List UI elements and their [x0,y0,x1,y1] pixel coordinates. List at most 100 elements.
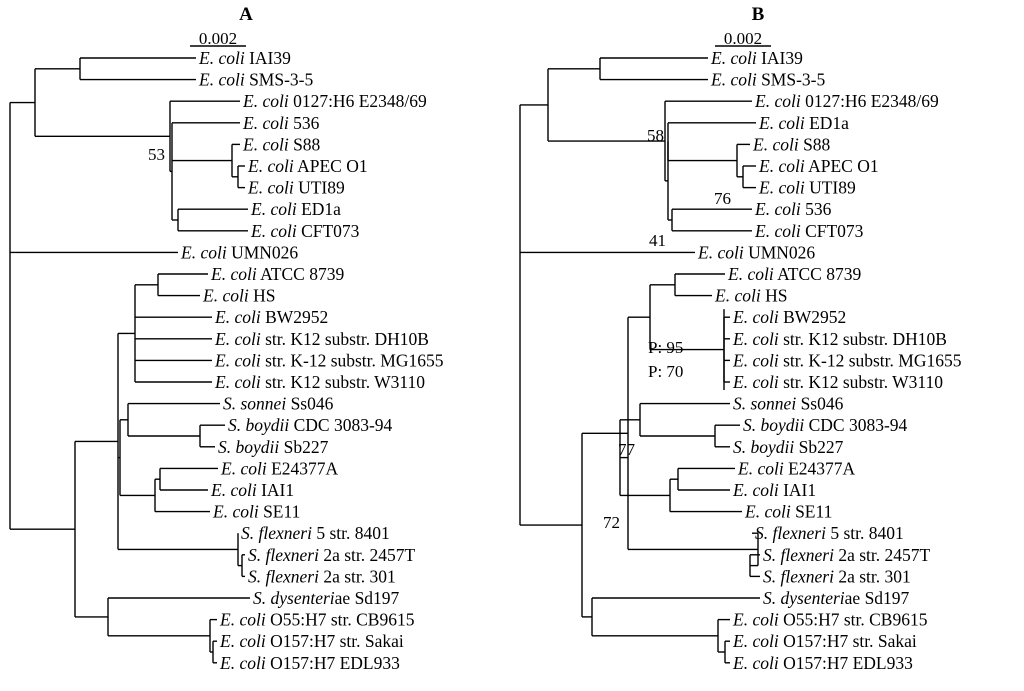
tree-b-branches [519,57,760,664]
tree-b-leaf-strain-27: O157:H7 str. Sakai [779,631,917,651]
tree-a-leaf-strain-12: BW2952 [261,307,329,327]
tree-b-leaf-2: E. coli 0127:H6 E2348/69 [754,91,939,111]
tree-a-leaf-genus-18: S. boydii [218,437,279,457]
panel-b-label: B [752,4,765,25]
tree-b-leaf-strain-19: E24377A [784,458,856,478]
tree-b-leaf-genus-3: E. coli [758,113,805,133]
tree-a-leaf-strain-13: str. K12 substr. DH10B [261,329,429,349]
tree-b-leaf-strain-12: BW2952 [779,307,847,327]
tree-b-leaf-genus-18: S. boydii [733,437,794,457]
tree-a-leaf-genus-14: E. coli [214,350,261,370]
tree-a-leaf-25: S. dysenteriae Sd197 [253,588,400,608]
tree-a-leaf-strain-6: UTI89 [294,178,345,198]
tree-b-leaf-3: E. coli ED1a [758,113,849,133]
tree-b-leaf-strain-23: 2a str. 2457T [834,545,931,565]
tree-a-leaf-genus-10: E. coli [210,264,257,284]
tree-b-leaf-strain-25: ae Sd197 [845,588,910,608]
tree-b-support-2: 41 [649,231,666,250]
tree-b-leaf-12: E. coli BW2952 [732,307,846,327]
tree-a-leaf-0: E. coli IAI39 [198,48,291,68]
tree-a-leaf-strain-27: O157:H7 str. Sakai [266,631,404,651]
tree-a-leaf-genus-17: S. boydii [228,415,289,435]
tree-a-leaf-genus-9: E. coli [180,242,227,262]
tree-b-leaf-genus-17: S. boydii [743,415,804,435]
tree-a-branches [9,57,250,664]
tree-b-leaf-20: E. coli IAI1 [732,480,816,500]
tree-b-leaf-27: E. coli O157:H7 str. Sakai [732,631,917,651]
tree-b-leaf-genus-25: S. dysenteri [763,588,845,608]
tree-a-leaf-genus-16: S. sonnei [223,394,286,414]
tree-a-leaf-15: E. coli str. K12 substr. W3110 [214,372,425,392]
tree-b-leaf-genus-1: E. coli [710,70,757,90]
tree-b-leaf-genus-19: E. coli [737,458,784,478]
panel-a-label: A [239,4,253,25]
tree-b-leaf-genus-9: E. coli [697,242,744,262]
tree-b-leaf-14: E. coli str. K-12 substr. MG1655 [732,350,962,370]
tree-b-leaf-strain-13: str. K12 substr. DH10B [779,329,947,349]
tree-b-leaf-strain-0: IAI39 [757,48,803,68]
tree-b-leaf-genus-28: E. coli [732,653,779,673]
tree-b-leaf-strain-26: O55:H7 str. CB9615 [779,610,928,630]
tree-a-leaf-genus-6: E. coli [247,178,294,198]
tree-b-leaf-25: S. dysenteriae Sd197 [763,588,910,608]
tree-a-leaf-7: E. coli ED1a [250,199,341,219]
tree-a-leaf-strain-28: O157:H7 EDL933 [266,653,400,673]
tree-a-leaf-genus-13: E. coli [214,329,261,349]
tree-a-leaf-strain-0: IAI39 [245,48,291,68]
tree-a-leaf-strain-7: ED1a [297,199,341,219]
tree-a-leaf-genus-21: E. coli [212,502,259,522]
tree-a-leaf-genus-3: E. coli [242,113,289,133]
tree-a-leaf-genus-26: E. coli [219,610,266,630]
tree-a-leaf-8: E. coli CFT073 [250,221,360,241]
tree-a-leaf-strain-19: E24377A [267,458,339,478]
tree-a-leaf-2: E. coli 0127:H6 E2348/69 [242,91,427,111]
tree-b-leaf-23: S. flexneri 2a str. 2457T [763,545,931,565]
tree-a-leaf-20: E. coli IAI1 [210,480,294,500]
tree-a-leaf-strain-21: SE11 [259,502,301,522]
tree-b-leaf-strain-14: str. K-12 substr. MG1655 [779,350,962,370]
tree-a-leaf-genus-24: S. flexneri [248,566,319,586]
tree-a-leaf-27: E. coli O157:H7 str. Sakai [219,631,404,651]
tree-a-leaf-strain-20: IAI1 [257,480,294,500]
tree-b-leaf-26: E. coli O55:H7 str. CB9615 [732,610,928,630]
tree-a-leaf-genus-22: S. flexneri [241,523,312,543]
tree-b-leaf-13: E. coli str. K12 substr. DH10B [732,329,947,349]
tree-a-leaf-strain-22: 5 str. 8401 [312,523,390,543]
tree-b-support-6: 72 [603,513,620,532]
tree-b-leaf-11: E. coli HS [714,286,787,306]
tree-b-leaf-strain-2: 0127:H6 E2348/69 [801,91,939,111]
tree-b-leaf-strain-9: UMN026 [744,242,816,262]
tree-b-leaf-strain-20: IAI1 [779,480,816,500]
tree-a-leaf-5: E. coli APEC O1 [247,156,368,176]
tree-a-leaf-14: E. coli str. K-12 substr. MG1655 [214,350,444,370]
tree-a-leaf-26: E. coli O55:H7 str. CB9615 [219,610,415,630]
tree-a-leaf-genus-1: E. coli [198,70,245,90]
scale-label-b: 0.002 [724,29,762,48]
tree-b-leaf-22: S. flexneri 5 str. 8401 [755,523,904,543]
tree-a-leaf-18: S. boydii Sb227 [218,437,329,457]
tree-b-leaf-genus-14: E. coli [732,350,779,370]
tree-b-leaf-genus-27: E. coli [732,631,779,651]
tree-b-leaf-genus-7: E. coli [754,199,801,219]
tree-a-leaf-strain-9: UMN026 [227,242,299,262]
tree-b-leaf-strain-24: 2a str. 301 [834,566,911,586]
tree-a-leaf-genus-19: E. coli [220,458,267,478]
tree-a-leaf-6: E. coli UTI89 [247,178,345,198]
tree-a-leaf-strain-10: ATCC 8739 [257,264,345,284]
tree-b-leaf-genus-15: E. coli [732,372,779,392]
tree-a-leaf-strain-8: CFT073 [297,221,360,241]
tree-a-leaf-strain-18: Sb227 [279,437,328,457]
tree-a-leaf-genus-27: E. coli [219,631,266,651]
tree-a-leaf-genus-0: E. coli [198,48,245,68]
tree-a-support-0: 53 [148,145,165,164]
tree-b-leaf-strain-22: 5 str. 8401 [826,523,904,543]
tree-b-leaf-16: S. sonnei Ss046 [733,394,844,414]
tree-a-leaf-genus-5: E. coli [247,156,294,176]
tree-a-leaf-genus-11: E. coli [202,286,249,306]
tree-b-leaf-9: E. coli UMN026 [697,242,815,262]
tree-b-leaf-strain-10: ATCC 8739 [774,264,862,284]
